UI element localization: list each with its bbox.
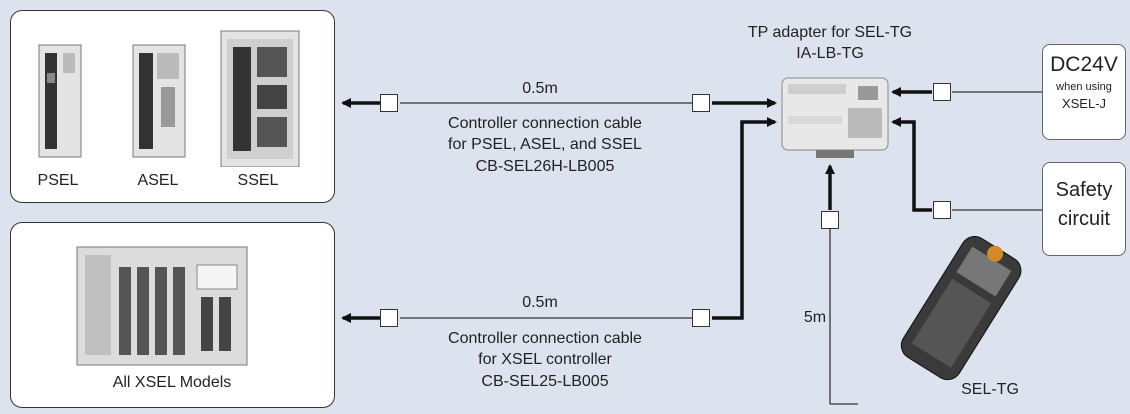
psel-unit xyxy=(39,45,81,157)
adapter-title: TP adapter for SEL-TG xyxy=(720,24,940,42)
power-note2: XSEL-J xyxy=(1043,96,1125,111)
connector-bottom-right xyxy=(692,309,710,327)
connector-safety xyxy=(933,201,951,219)
ssel-unit xyxy=(221,31,299,167)
pendant-label: SEL-TG xyxy=(950,381,1030,399)
label-psel: PSEL xyxy=(23,172,93,190)
xsel-unit-image xyxy=(11,227,333,367)
connector-power xyxy=(933,83,951,101)
top-controllers-box: PSEL ASEL SSEL xyxy=(10,10,335,203)
top-cable-line2: for PSEL, ASEL, and SSEL xyxy=(400,136,690,154)
bottom-cable-length: 0.5m xyxy=(440,294,640,312)
top-cable-model: CB-SEL26H-LB005 xyxy=(400,158,690,176)
power-voltage: DC24V xyxy=(1043,53,1125,77)
label-asel: ASEL xyxy=(123,172,193,190)
adapter-image xyxy=(778,72,894,164)
arrow-bottom-to-adapter xyxy=(712,122,775,318)
safety-box: Safety circuit xyxy=(1042,162,1126,256)
safety-line1: Safety xyxy=(1043,179,1125,202)
bottom-cable-line2: for XSEL controller xyxy=(400,351,690,369)
arrow-safety-to-adapter xyxy=(893,122,932,210)
top-cable-line1: Controller connection cable xyxy=(400,115,690,133)
bottom-controllers-box: All XSEL Models xyxy=(10,222,335,408)
label-all-xsel: All XSEL Models xyxy=(11,374,333,392)
connector-top-right xyxy=(692,94,710,112)
connector-top-left xyxy=(380,94,398,112)
label-ssel: SSEL xyxy=(223,172,293,190)
top-cable-length: 0.5m xyxy=(440,80,640,98)
asel-unit xyxy=(133,45,185,157)
connector-pendant xyxy=(821,211,839,229)
power-note1: when using xyxy=(1043,81,1125,93)
safety-line2: circuit xyxy=(1043,208,1125,231)
pendant-cable-length: 5m xyxy=(800,309,830,327)
adapter-model: IA-LB-TG xyxy=(720,45,940,63)
controller-units-image xyxy=(11,17,333,167)
power-box: DC24V when using XSEL-J xyxy=(1042,44,1126,140)
bottom-cable-model: CB-SEL25-LB005 xyxy=(400,373,690,391)
bottom-cable-line1: Controller connection cable xyxy=(400,330,690,348)
connector-bottom-left xyxy=(380,309,398,327)
